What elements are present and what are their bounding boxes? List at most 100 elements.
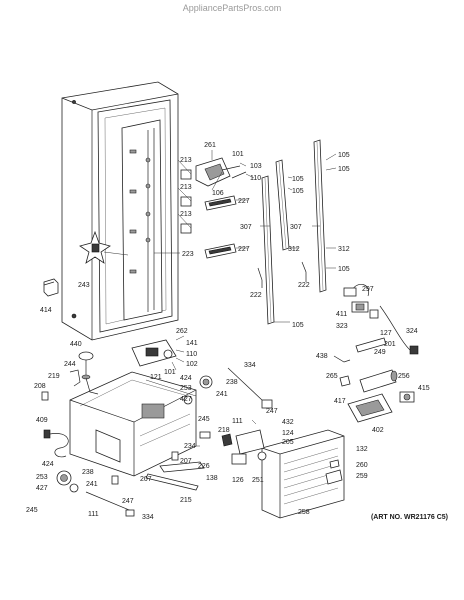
leader-lines xyxy=(145,150,337,447)
callout-249: 249 xyxy=(374,349,386,356)
part-205-cover xyxy=(235,429,265,455)
part-312-rail-left xyxy=(275,159,290,251)
callout-238-b: 238 xyxy=(82,469,94,476)
callout-241-b: 241 xyxy=(86,481,98,488)
callout-105-c: 105 xyxy=(338,152,350,159)
callout-253-a: 253 xyxy=(180,385,192,392)
callout-121: 121 xyxy=(150,374,162,381)
callout-124: 124 xyxy=(282,430,294,437)
part-440-drain xyxy=(78,351,94,380)
callout-261: 261 xyxy=(204,142,216,149)
part-297-thermostat xyxy=(343,283,370,297)
callout-111-a: 111 xyxy=(232,418,243,425)
callout-424-b: 424 xyxy=(42,461,54,468)
art-number: (ART NO. WR21176 C5) xyxy=(371,514,448,521)
callout-213-a: 213 xyxy=(180,157,192,164)
part-213-clip-b xyxy=(180,196,192,207)
callout-201: 201 xyxy=(384,341,396,348)
part-334-rod-upper xyxy=(227,367,263,401)
part-227-grille-a xyxy=(204,195,237,211)
callout-227-a: 227 xyxy=(238,198,250,205)
callout-208: 208 xyxy=(34,383,46,390)
part-222-wire-left xyxy=(257,267,263,288)
callout-427-b: 427 xyxy=(36,485,48,492)
part-324-wire-harness xyxy=(379,305,419,355)
part-207-foot-a xyxy=(171,451,179,461)
part-253-relay-upper xyxy=(183,375,213,405)
part-409-power-cord xyxy=(43,429,69,458)
part-227-grille-b xyxy=(204,243,237,259)
callout-307-b: 307 xyxy=(290,224,302,231)
part-247-bracket-upper xyxy=(261,399,273,409)
callout-215: 215 xyxy=(180,497,192,504)
callout-132: 132 xyxy=(356,446,368,453)
callout-127: 127 xyxy=(380,330,392,337)
callout-101: 101 xyxy=(232,151,244,158)
callout-256: 256 xyxy=(398,373,410,380)
callout-102: 102 xyxy=(186,361,198,368)
part-219-tube xyxy=(85,377,99,395)
part-415-fan-motor xyxy=(399,391,415,403)
part-253-relay-lower xyxy=(56,470,79,493)
callout-247-a: 247 xyxy=(266,408,278,415)
callout-260: 260 xyxy=(356,462,368,469)
callout-307-a: 307 xyxy=(240,224,252,231)
callout-247-b: 247 xyxy=(122,498,134,505)
callout-402: 402 xyxy=(372,427,384,434)
callout-244: 244 xyxy=(64,361,76,368)
part-215-base-rail xyxy=(145,473,199,491)
part-334-rod-lower xyxy=(85,491,135,513)
callout-241-a: 241 xyxy=(216,391,228,398)
callout-105-e: 105 xyxy=(338,266,350,273)
part-208-clip xyxy=(41,391,49,401)
cabinet-liner xyxy=(61,81,179,341)
callout-111-b: 111 xyxy=(88,511,99,518)
part-213-clip-c xyxy=(180,223,192,234)
part-438-wire xyxy=(333,355,351,363)
part-259-plate xyxy=(325,469,343,485)
callout-105-d: 105 xyxy=(338,166,350,173)
part-218-strip xyxy=(221,433,233,447)
callout-427-a: 427 xyxy=(180,396,192,403)
callout-323: 323 xyxy=(336,323,348,330)
callout-415: 415 xyxy=(418,385,430,392)
part-247-bracket-lower xyxy=(125,509,135,517)
callout-432: 432 xyxy=(282,419,294,426)
part-323-relay xyxy=(351,301,369,313)
part-226-base-rail xyxy=(159,461,205,473)
callout-424-a: 424 xyxy=(180,375,192,382)
part-414-connector xyxy=(43,278,59,297)
part-262-fan-assembly xyxy=(131,339,177,367)
callout-205: 205 xyxy=(282,439,294,446)
part-265-connector xyxy=(339,375,351,387)
callout-245-b: 245 xyxy=(26,507,38,514)
part-258-rear-panel xyxy=(261,429,345,519)
callout-213-c: 213 xyxy=(180,211,192,218)
callout-334-b: 334 xyxy=(142,514,154,521)
callout-234: 234 xyxy=(184,443,196,450)
callout-411: 411 xyxy=(336,311,347,318)
callout-334-a: 334 xyxy=(244,362,256,369)
callout-207-b: 207 xyxy=(140,476,152,483)
callout-110-b: 110 xyxy=(186,351,197,358)
callout-245-a: 245 xyxy=(198,416,210,423)
callout-213-b: 213 xyxy=(180,184,192,191)
callout-218: 218 xyxy=(218,427,230,434)
part-207-foot-b xyxy=(111,475,119,485)
callout-297: 297 xyxy=(362,286,374,293)
callout-141: 141 xyxy=(186,340,198,347)
part-256-valve xyxy=(359,369,398,393)
part-249-tube xyxy=(355,337,387,353)
callout-labels: 261 101 103 106 110 105 105 105 105 213 … xyxy=(26,142,430,521)
callout-414: 414 xyxy=(40,307,52,314)
part-251-fitting xyxy=(257,451,267,461)
callout-238-a: 238 xyxy=(226,379,238,386)
callout-101-b: 101 xyxy=(164,369,176,376)
callout-259: 259 xyxy=(356,473,368,480)
callout-312-b: 312 xyxy=(338,246,350,253)
callout-105-f: 105 xyxy=(292,322,304,329)
callout-105-a: 105 xyxy=(292,176,304,183)
callout-207-a: 207 xyxy=(180,458,192,465)
callout-262: 262 xyxy=(176,328,188,335)
